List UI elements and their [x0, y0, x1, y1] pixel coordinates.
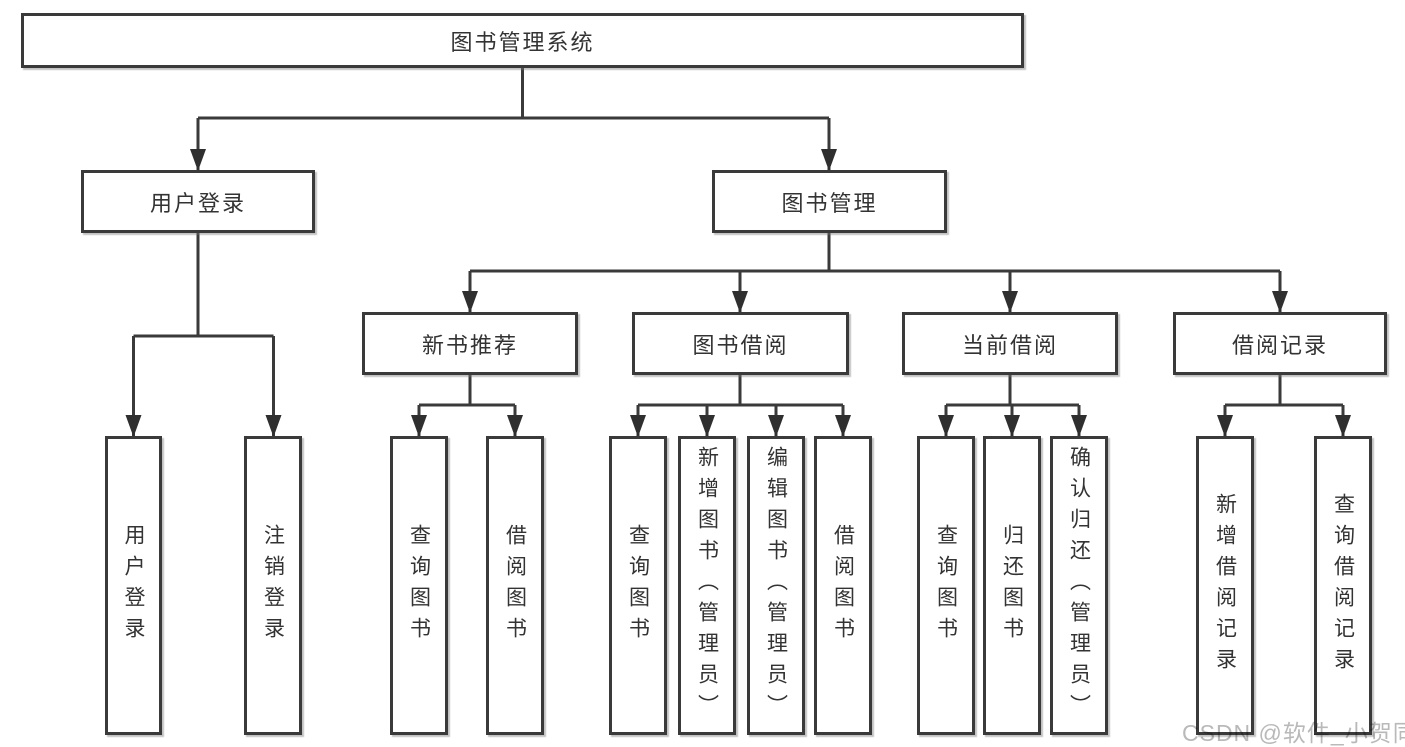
node-label: 图书管理系统: [450, 29, 595, 55]
leaf-borrow-book: 借阅图书: [486, 436, 544, 735]
node-label: 新书推荐: [421, 332, 518, 358]
node-root-system: 图书管理系统: [21, 13, 1024, 68]
node-label: 新增借阅记录: [1213, 492, 1237, 679]
node-label: 用户登录: [122, 523, 145, 648]
leaf-query-book: 查询图书: [390, 436, 448, 735]
node-label: 查询图书: [934, 523, 958, 648]
node-book-borrow: 图书借阅: [632, 312, 849, 375]
wire-borrow-rail: [638, 375, 843, 407]
leaf-logout: 注销登录: [244, 436, 302, 735]
node-label: 当前借阅: [961, 332, 1058, 358]
wire-root-rail: [198, 68, 829, 120]
leaf-return-book: 归还图书: [983, 436, 1041, 735]
node-label: 注销登录: [261, 523, 285, 648]
node-new-book-recommend: 新书推荐: [362, 312, 578, 375]
wire-current-rail: [946, 375, 1079, 407]
leaf-add-book-admin: 新增图书（管理员）: [678, 436, 736, 735]
node-label: 借阅图书: [831, 523, 855, 648]
leaf-add-borrow-record: 新增借阅记录: [1196, 436, 1254, 735]
wire-new-book-rail: [419, 375, 515, 407]
node-label: 借阅记录: [1231, 332, 1328, 358]
node-label: 借阅图书: [503, 523, 527, 648]
node-label: 查询图书: [407, 523, 431, 648]
leaf-borrow-book: 借阅图书: [814, 436, 872, 735]
wire-records-rail: [1225, 375, 1343, 407]
leaf-query-book: 查询图书: [609, 436, 667, 735]
node-label: 编辑图书（管理员）: [764, 446, 788, 725]
node-label: 图书管理: [781, 190, 878, 216]
node-label: 图书借阅: [692, 332, 789, 358]
node-user-login: 用户登录: [81, 170, 315, 233]
node-label: 查询借阅记录: [1331, 492, 1355, 679]
node-label: 查询图书: [626, 523, 650, 648]
leaf-query-book: 查询图书: [917, 436, 975, 735]
node-label: 归还图书: [1000, 523, 1024, 648]
leaf-confirm-return-admin: 确认归还（管理员）: [1050, 436, 1108, 735]
node-book-management: 图书管理: [712, 170, 947, 233]
node-label: 用户登录: [149, 190, 246, 216]
wire-user-login-rail: [133, 233, 274, 338]
csdn-watermark: CSDN @软件_小贺同学: [1182, 720, 1405, 746]
leaf-edit-book-admin: 编辑图书（管理员）: [747, 436, 805, 735]
node-current-borrow: 当前借阅: [902, 312, 1118, 375]
node-borrow-records: 借阅记录: [1173, 312, 1387, 375]
leaf-user-login: 用户登录: [105, 436, 162, 735]
node-label: 确认归还（管理员）: [1067, 446, 1091, 725]
leaf-query-borrow-record: 查询借阅记录: [1314, 436, 1372, 735]
node-label: 新增图书（管理员）: [695, 446, 719, 725]
wire-book-mgmt-rail: [470, 233, 1280, 273]
